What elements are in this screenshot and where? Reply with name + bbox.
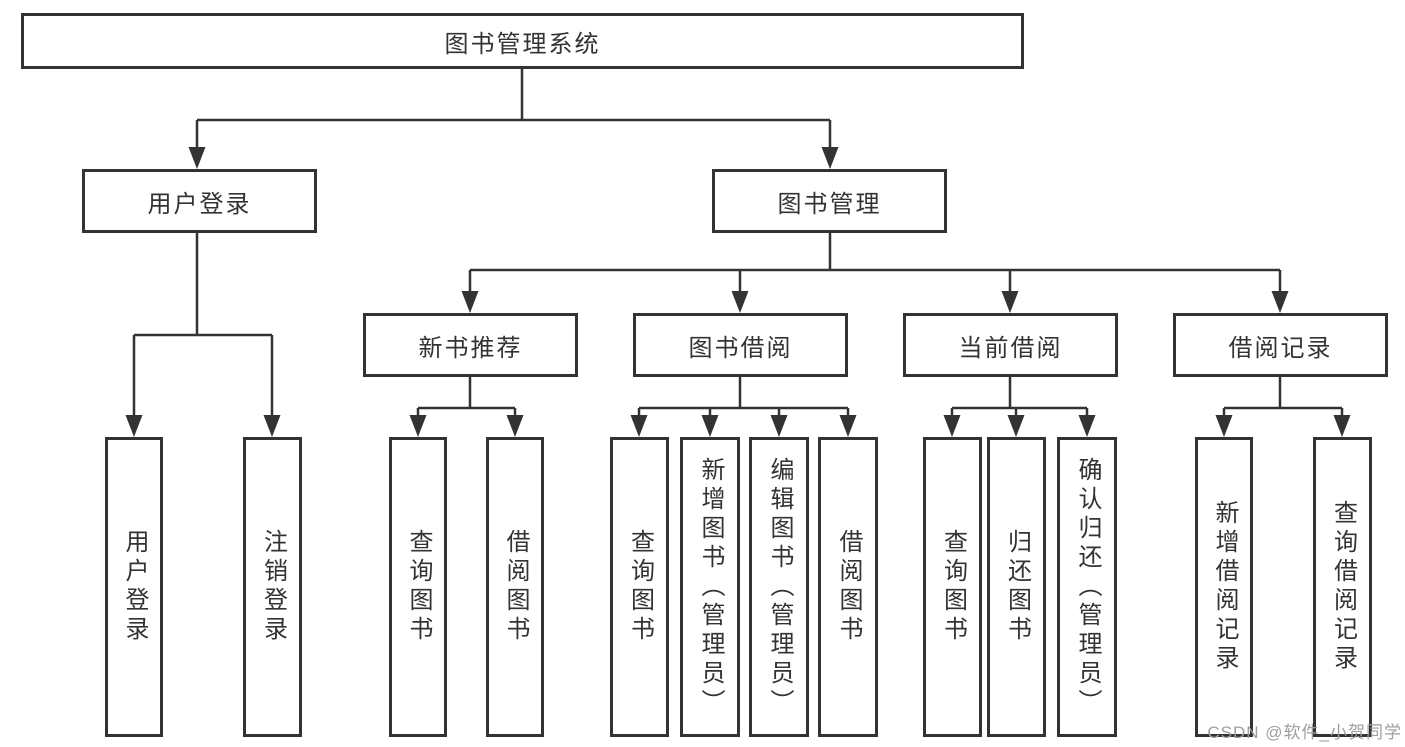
leaf-borrow-book-1: 借阅图书 bbox=[486, 437, 544, 737]
node-new-book-recommend: 新书推荐 bbox=[363, 313, 578, 377]
leaf-label: 新增借阅记录 bbox=[1211, 500, 1238, 674]
leaf-add-borrow-record: 新增借阅记录 bbox=[1195, 437, 1253, 737]
node-library-management-system: 图书管理系统 bbox=[21, 13, 1024, 69]
leaf-label: 查询图书 bbox=[939, 529, 967, 645]
node-label: 当前借阅 bbox=[958, 334, 1063, 362]
node-label: 新书推荐 bbox=[418, 334, 523, 362]
leaf-query-book-2: 查询图书 bbox=[610, 437, 669, 737]
leaf-label: 注销登录 bbox=[259, 529, 287, 645]
node-label: 图书借阅 bbox=[688, 334, 793, 362]
leaf-label: 确认归还（管理员） bbox=[1074, 456, 1101, 718]
leaf-user-login: 用户登录 bbox=[105, 437, 163, 737]
leaf-add-book-admin: 新增图书（管理员） bbox=[680, 437, 740, 737]
node-borrow-records: 借阅记录 bbox=[1173, 313, 1388, 377]
csdn-watermark: CSDN @软件_小贺同学 bbox=[1207, 723, 1402, 742]
node-label: 用户登录 bbox=[147, 190, 252, 218]
node-book-borrow: 图书借阅 bbox=[633, 313, 848, 377]
leaf-label: 查询图书 bbox=[405, 529, 432, 645]
node-label: 借阅记录 bbox=[1228, 334, 1333, 362]
leaf-borrow-book-2: 借阅图书 bbox=[818, 437, 878, 737]
leaf-confirm-return-admin: 确认归还（管理员） bbox=[1057, 437, 1117, 737]
leaf-edit-book-admin: 编辑图书（管理员） bbox=[749, 437, 809, 737]
leaf-label: 查询借阅记录 bbox=[1329, 500, 1357, 674]
leaf-query-borrow-record: 查询借阅记录 bbox=[1313, 437, 1372, 737]
node-book-management: 图书管理 bbox=[712, 169, 947, 233]
leaf-label: 借阅图书 bbox=[502, 529, 529, 645]
node-current-borrow: 当前借阅 bbox=[903, 313, 1118, 377]
leaf-logout: 注销登录 bbox=[243, 437, 302, 737]
leaf-label: 归还图书 bbox=[1003, 529, 1031, 645]
node-label: 图书管理 bbox=[777, 190, 882, 218]
leaf-label: 编辑图书（管理员） bbox=[766, 456, 793, 718]
leaf-label: 查询图书 bbox=[626, 529, 654, 645]
leaf-label: 用户登录 bbox=[121, 529, 148, 645]
node-user-login: 用户登录 bbox=[82, 169, 317, 233]
node-label: 图书管理系统 bbox=[444, 30, 601, 58]
leaf-label: 借阅图书 bbox=[835, 529, 862, 645]
leaf-return-book: 归还图书 bbox=[987, 437, 1046, 737]
leaf-label: 新增图书（管理员） bbox=[697, 456, 724, 718]
leaf-query-book-1: 查询图书 bbox=[389, 437, 447, 737]
leaf-query-book-3: 查询图书 bbox=[923, 437, 982, 737]
